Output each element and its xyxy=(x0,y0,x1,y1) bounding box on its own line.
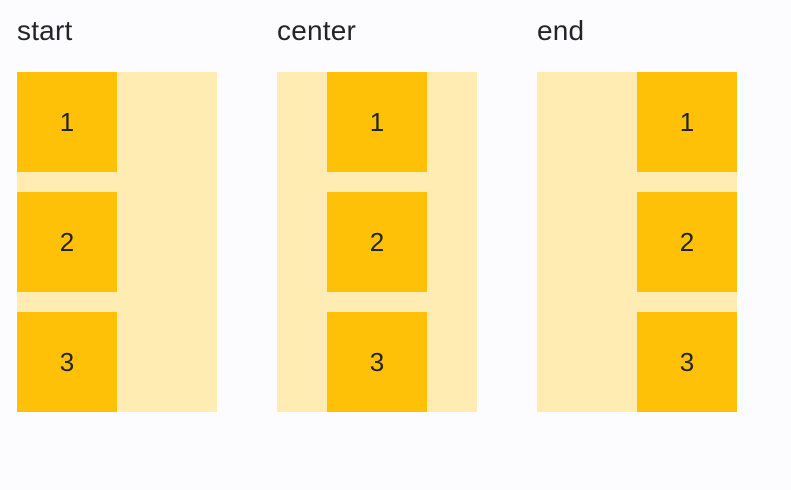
column-label-start: start xyxy=(17,15,73,46)
demo-box-1: 1 xyxy=(637,72,737,172)
demo-container-end: 1 2 3 xyxy=(537,72,737,412)
alignment-demo-row: start 1 2 3 center 1 2 3 end 1 2 3 xyxy=(17,12,737,412)
demo-box-2: 2 xyxy=(17,192,117,292)
demo-container-center: 1 2 3 xyxy=(277,72,477,412)
demo-column-end: end 1 2 3 xyxy=(537,12,737,412)
column-label-center: center xyxy=(277,15,357,46)
demo-box-3: 3 xyxy=(637,312,737,412)
demo-column-center: center 1 2 3 xyxy=(277,12,477,412)
demo-container-start: 1 2 3 xyxy=(17,72,217,412)
column-label-end: end xyxy=(537,15,585,46)
demo-box-2: 2 xyxy=(637,192,737,292)
demo-box-3: 3 xyxy=(17,312,117,412)
demo-box-3: 3 xyxy=(327,312,427,412)
demo-column-start: start 1 2 3 xyxy=(17,12,217,412)
demo-box-1: 1 xyxy=(327,72,427,172)
demo-box-2: 2 xyxy=(327,192,427,292)
demo-box-1: 1 xyxy=(17,72,117,172)
